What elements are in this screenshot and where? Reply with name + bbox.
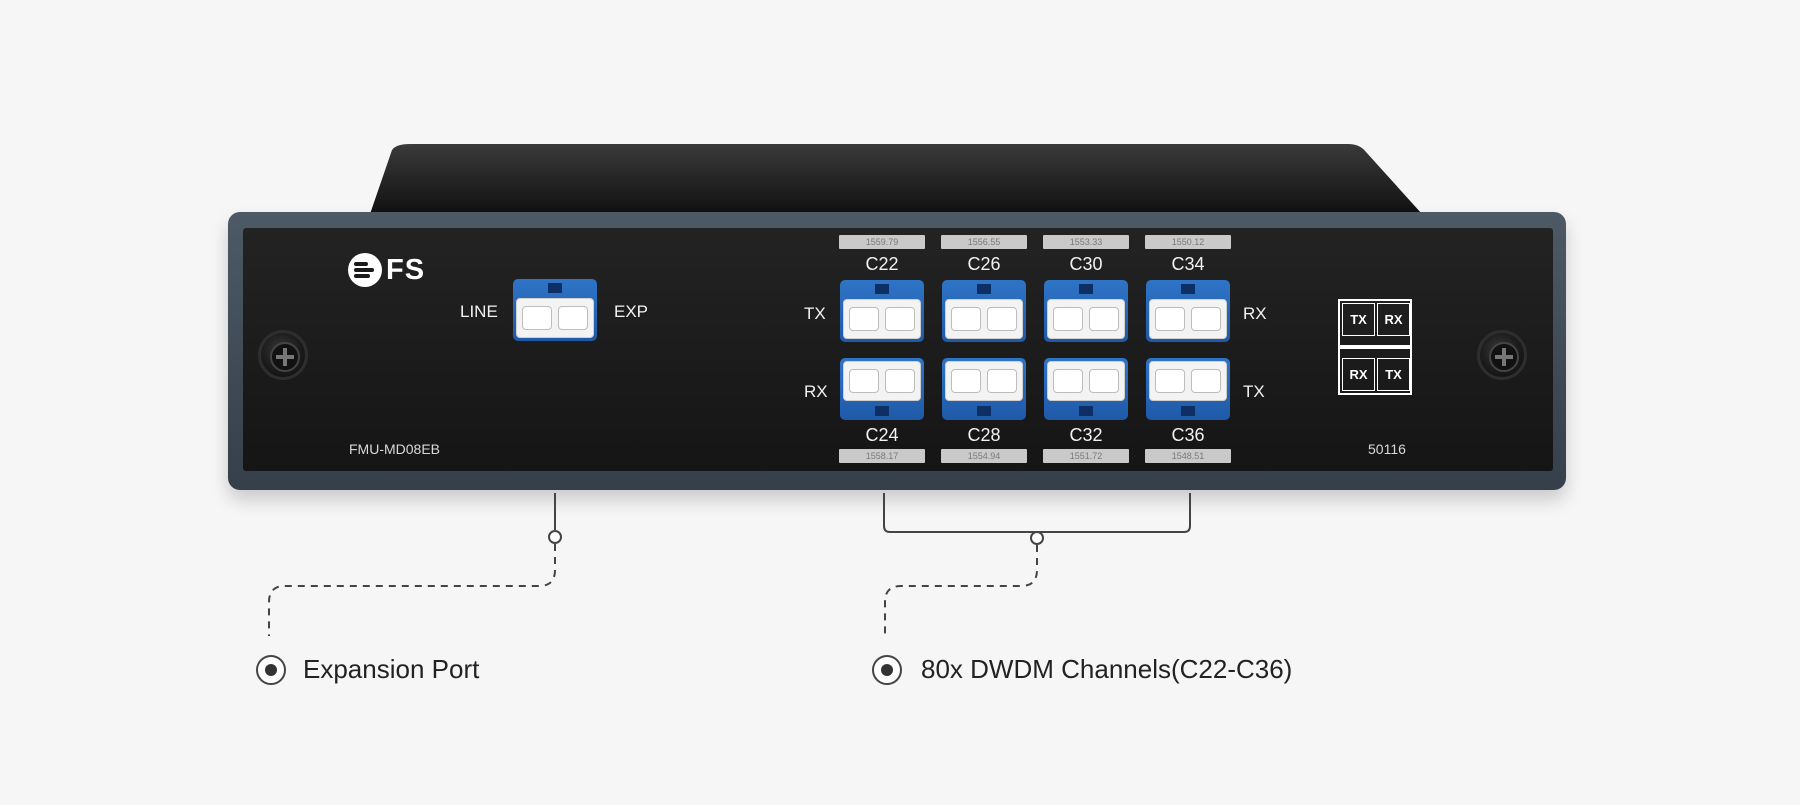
line-exp-port[interactable] xyxy=(513,279,597,341)
port-c26[interactable] xyxy=(942,280,1026,342)
fs-logo: FS xyxy=(348,253,425,287)
expansion-callout-dot-icon xyxy=(256,655,286,685)
channel-label-c30: C30 xyxy=(1069,254,1103,274)
wavelength-plate-c22: 1559.79 xyxy=(839,235,925,249)
schematic-top-right: RX xyxy=(1377,303,1410,336)
row-bottom-right-label: TX xyxy=(1243,382,1265,401)
port-c36[interactable] xyxy=(1146,358,1230,420)
left-thumbscrew[interactable] xyxy=(258,330,308,380)
right-thumbscrew[interactable] xyxy=(1477,330,1527,380)
channel-label-c32: C32 xyxy=(1069,425,1103,445)
wavelength-plate-c28: 1554.94 xyxy=(941,449,1027,463)
port-c30[interactable] xyxy=(1044,280,1128,342)
expansion-port-callout: Expansion Port xyxy=(303,654,480,684)
line-label: LINE xyxy=(460,302,498,321)
channel-label-c36: C36 xyxy=(1171,425,1205,445)
schematic-top-left: TX xyxy=(1342,303,1375,336)
channel-label-c28: C28 xyxy=(967,425,1001,445)
brand-name: FS xyxy=(386,253,426,286)
channel-label-c34: C34 xyxy=(1171,254,1205,274)
row-bottom-left-label: RX xyxy=(804,382,828,401)
model-label: FMU-MD08EB xyxy=(349,441,441,457)
row-top-left-label: TX xyxy=(804,304,826,323)
fs-logo-icon xyxy=(348,253,382,287)
tx-rx-schematic: TX RX RX TX xyxy=(1338,299,1412,395)
wavelength-plate-c24: 1558.17 xyxy=(839,449,925,463)
schematic-divider xyxy=(1340,345,1410,349)
port-c34[interactable] xyxy=(1146,280,1230,342)
exp-label: EXP xyxy=(614,302,649,321)
channel-label-c22: C22 xyxy=(865,254,899,274)
port-c32[interactable] xyxy=(1044,358,1128,420)
port-c22[interactable] xyxy=(840,280,924,342)
port-c24[interactable] xyxy=(840,358,924,420)
port-c28[interactable] xyxy=(942,358,1026,420)
dwdm-callout-dot-icon xyxy=(872,655,902,685)
channel-label-c24: C24 xyxy=(865,425,899,445)
wavelength-plate-c30: 1553.33 xyxy=(1043,235,1129,249)
wavelength-plate-c36: 1548.51 xyxy=(1145,449,1231,463)
panel-face xyxy=(243,228,1553,471)
wavelength-plate-c32: 1551.72 xyxy=(1043,449,1129,463)
wavelength-plate-c34: 1550.12 xyxy=(1145,235,1231,249)
dwdm-channels-callout: 80x DWDM Channels(C22-C36) xyxy=(921,654,1293,684)
schematic-bottom-left: RX xyxy=(1342,358,1375,391)
wavelength-plate-c26: 1556.55 xyxy=(941,235,1027,249)
channel-label-c26: C26 xyxy=(967,254,1001,274)
row-top-right-label: RX xyxy=(1243,304,1267,323)
serial-label: 50116 xyxy=(1368,441,1406,457)
schematic-bottom-right: TX xyxy=(1377,358,1410,391)
